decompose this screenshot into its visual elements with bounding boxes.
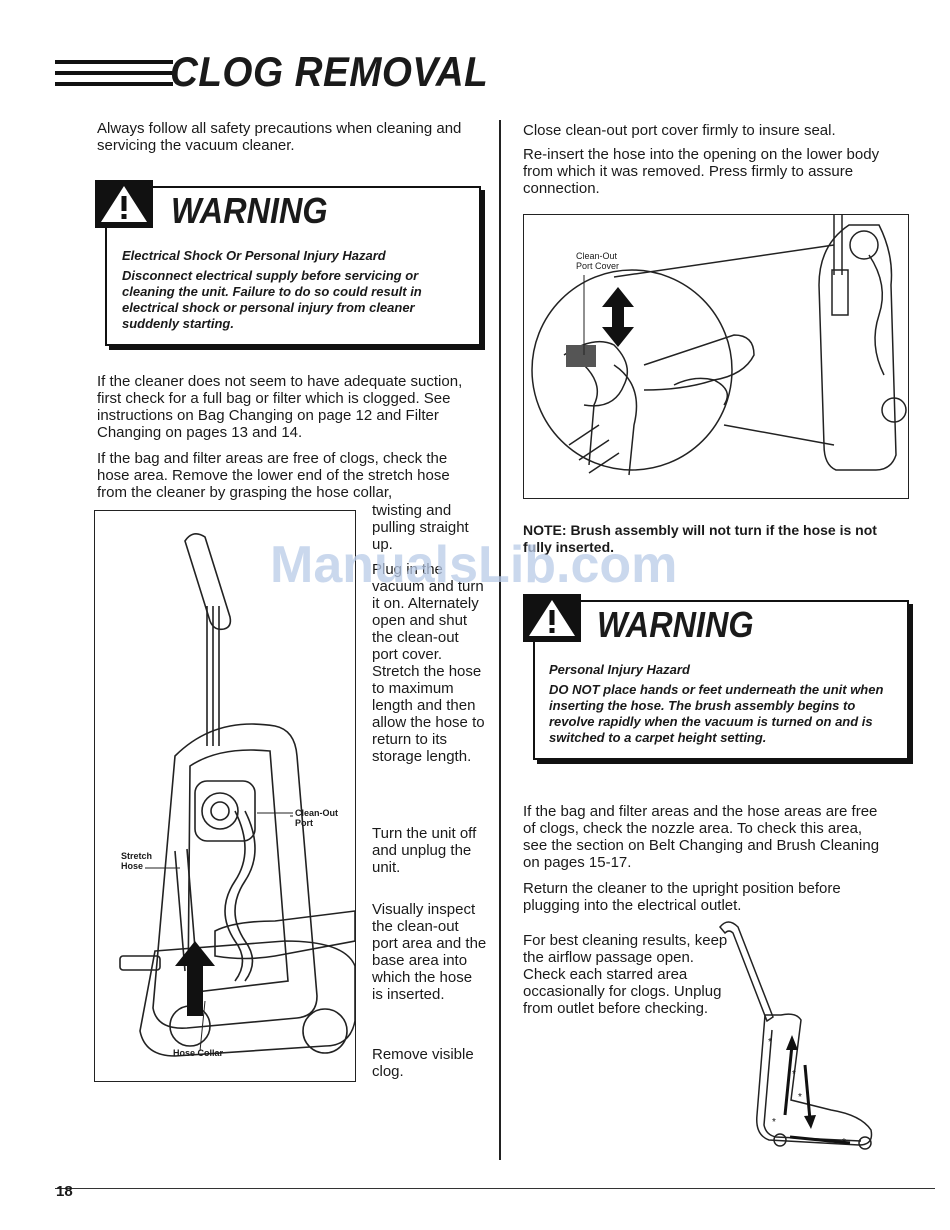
title-rule-lines (55, 60, 173, 86)
svg-text:*: * (792, 1069, 796, 1080)
footer-rule (55, 1188, 935, 1189)
watermark: ManualsLib.com (270, 536, 678, 594)
warning-triangle-icon (529, 600, 575, 636)
step-inspect: Visually inspect the clean-out port area… (372, 901, 487, 1003)
label-hose-collar: Hose Collar (173, 1048, 224, 1058)
svg-text:*: * (798, 1092, 802, 1103)
step-turn-off: Turn the unit off and unplug the unit. (372, 825, 477, 876)
warning-heading: WARNING (171, 190, 328, 231)
warning-text: Disconnect electrical supply before serv… (122, 268, 422, 331)
label-clean-out-port: Clean-Out Port (295, 808, 339, 828)
svg-text:*: * (768, 1037, 772, 1048)
warning-badge (95, 180, 153, 228)
warning-heading: WARNING (597, 604, 754, 645)
warning-box-electrical: WARNING Electrical Shock Or Personal Inj… (95, 180, 481, 346)
page-title: CLOG REMOVAL (170, 48, 489, 95)
step-remove-clog: Remove visible clog. (372, 1046, 474, 1080)
best-cleaning-text: For best cleaning results, keep the airf… (523, 932, 728, 1017)
vacuum-airflow-illustration: * * * * * (719, 921, 873, 1150)
page-number: 18 (56, 1183, 73, 1200)
warning-text: DO NOT place hands or feet underneath th… (549, 682, 884, 745)
upright-vacuum-illustration (119, 533, 356, 1057)
hose-area-paragraph: If the bag and filter areas are free of … (97, 450, 450, 501)
warning-triangle-icon (101, 186, 147, 222)
step-plug-in: Plug in the vacuum and turn it on. Alter… (372, 561, 485, 765)
return-upright-text: Return the cleaner to the upright positi… (523, 880, 841, 914)
figure-upright-vacuum: Clean-Out Port Stretch Hose Hose Collar (94, 510, 356, 1082)
column-divider (499, 120, 501, 1160)
label-clean-out-port-cover: Clean-Out Port Cover (576, 251, 620, 271)
port-cover-illustration (531, 215, 907, 476)
svg-text:*: * (772, 1117, 776, 1128)
close-port-text: Close clean-out port cover firmly to ins… (523, 122, 836, 139)
suction-paragraph: If the cleaner does not seem to have ade… (97, 373, 463, 441)
step-twist-pull: twisting and pulling straight up. (372, 502, 469, 553)
note-brush-assembly: NOTE: Brush assembly will not turn if th… (523, 522, 877, 555)
nozzle-area-text: If the bag and filter areas and the hose… (523, 803, 880, 871)
warning-hazard-title: Electrical Shock Or Personal Injury Haza… (122, 248, 386, 263)
label-stretch-hose: Stretch Hose (121, 851, 153, 871)
reinsert-hose-text: Re-insert the hose into the opening on t… (523, 146, 880, 197)
warning-box-injury: WARNING Personal Injury Hazard DO NOT pl… (523, 594, 909, 760)
figure-port-cover: Clean-Out Port Cover (523, 214, 909, 499)
intro-text: Always follow all safety precautions whe… (97, 120, 462, 154)
warning-hazard-title: Personal Injury Hazard (549, 662, 690, 677)
warning-badge (523, 594, 581, 642)
